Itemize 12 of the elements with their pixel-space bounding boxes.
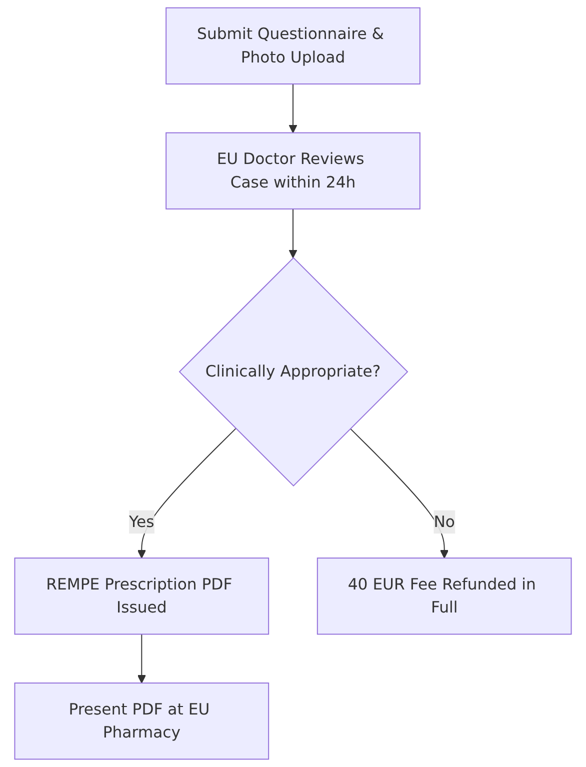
arrow xyxy=(350,428,449,558)
node-box: Submit Questionnaire & Photo Upload xyxy=(166,7,420,84)
node-box: Present PDF at EU Pharmacy xyxy=(14,682,270,760)
edge-label: No xyxy=(434,512,455,531)
arrow xyxy=(288,208,298,258)
edge-label: Yes xyxy=(129,512,154,531)
node-diamond: Clinically Appropriate? xyxy=(178,257,408,486)
arrow xyxy=(288,83,298,134)
node-box: EU Doctor Reviews Case within 24h xyxy=(166,132,420,210)
node-box: 40 EUR Fee Refunded in Full xyxy=(316,558,572,635)
node-box: REMPE Prescription PDF Issued xyxy=(14,558,270,635)
arrow xyxy=(137,634,146,684)
